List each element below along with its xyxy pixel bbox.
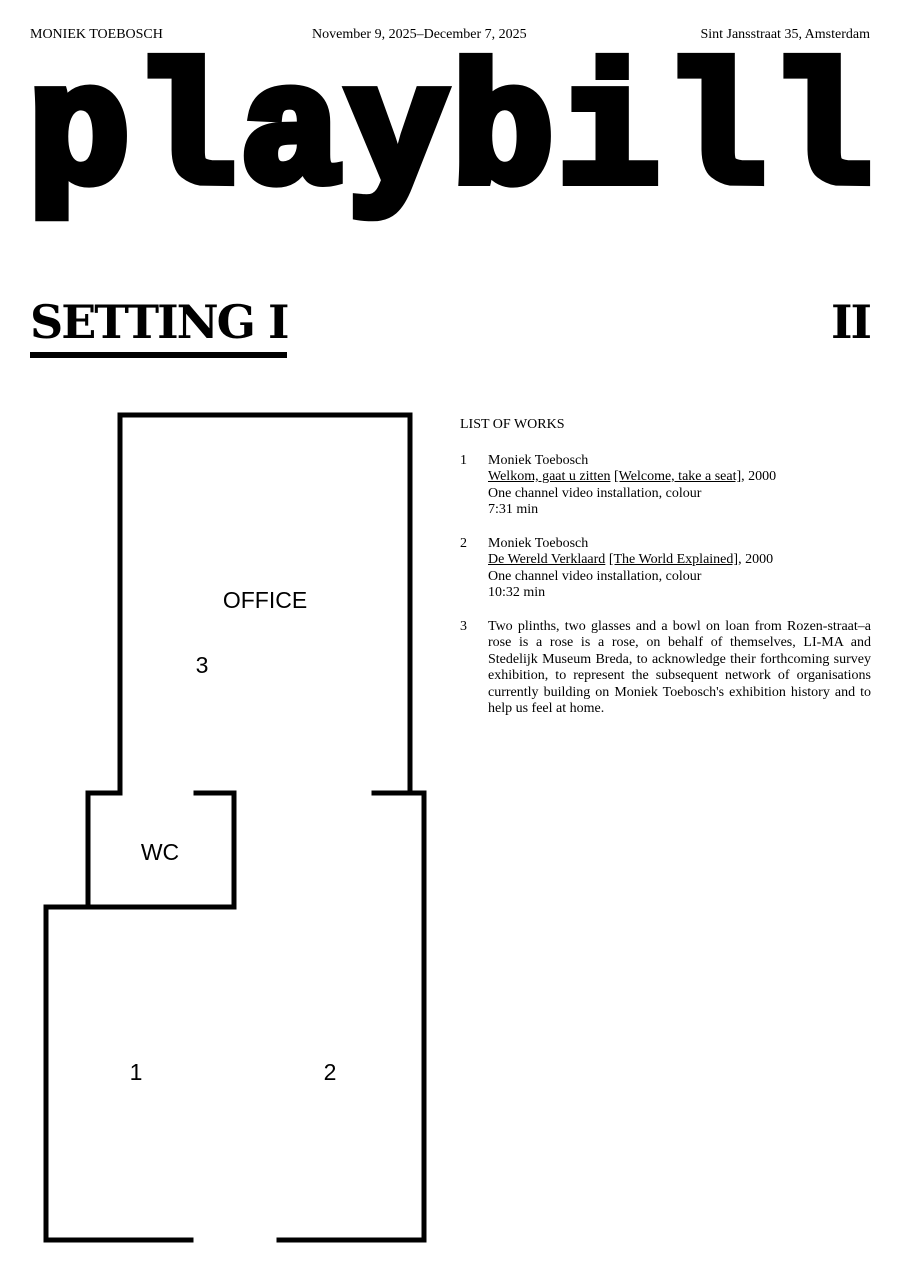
setting-current-tab[interactable]: SETTING I xyxy=(30,292,289,358)
wc-right-wall xyxy=(43,790,237,1243)
title-letter: l xyxy=(659,40,771,233)
exhibition-dates: November 9, 2025–December 7, 2025 xyxy=(312,27,527,42)
item-year: , 2000 xyxy=(738,552,774,567)
setting-next-tab[interactable]: II xyxy=(830,295,872,349)
item-duration: 7:31 min xyxy=(488,502,539,517)
title-letter: l xyxy=(765,40,877,233)
list-item: 3 Two plinths, two glasses and a bowl on… xyxy=(460,619,871,718)
playbill-title: p l a y b i l l xyxy=(23,40,877,233)
item-title: De Wereld Verklaard xyxy=(488,552,606,567)
item-artist: Moniek Toebosch xyxy=(488,535,589,551)
title-letter: l xyxy=(129,40,241,233)
list-of-works: LIST OF WORKS 1 Moniek Toebosch Welkom, … xyxy=(460,417,871,735)
item-translation: [The World Explained] xyxy=(608,552,739,567)
works-heading: LIST OF WORKS xyxy=(460,417,565,432)
wc-walls xyxy=(85,790,123,910)
list-item: 2 Moniek Toebosch De Wereld Verklaard [T… xyxy=(460,536,871,602)
list-item: 1 Moniek Toebosch Welkom, gaat u zitten … xyxy=(460,453,871,519)
title-letter: a xyxy=(235,40,347,233)
title-letter: b xyxy=(447,40,559,233)
main-room-right-wall xyxy=(276,790,427,1243)
item-number: 3 xyxy=(460,618,467,634)
item-medium: One channel video installation, colour xyxy=(488,568,702,584)
item-artist: Moniek Toebosch xyxy=(488,452,589,468)
wc-label: WC xyxy=(140,839,180,865)
office-label: OFFICE xyxy=(222,587,308,613)
work-marker-3: 3 xyxy=(195,652,209,678)
item-title: Welkom, gaat u zitten xyxy=(488,469,611,484)
office-walls xyxy=(117,412,413,796)
item-medium: One channel video installation, colour xyxy=(488,485,702,501)
title-letter: p xyxy=(23,40,135,233)
venue-address: Sint Jansstraat 35, Amsterdam xyxy=(700,27,870,42)
title-letter: i xyxy=(553,40,665,233)
artist-name: MONIEK TOEBOSCH xyxy=(30,27,163,42)
item-translation: [Welcome, take a seat] xyxy=(614,469,742,484)
title-letter: y xyxy=(341,40,453,233)
item-number: 2 xyxy=(460,535,467,551)
work-marker-2: 2 xyxy=(323,1059,337,1085)
item-number: 1 xyxy=(460,452,467,468)
item-description: Two plinths, two glasses and a bowl on l… xyxy=(488,618,871,717)
item-year: , 2000 xyxy=(741,469,777,484)
work-marker-1: 1 xyxy=(129,1059,143,1085)
item-duration: 10:32 min xyxy=(488,585,546,600)
